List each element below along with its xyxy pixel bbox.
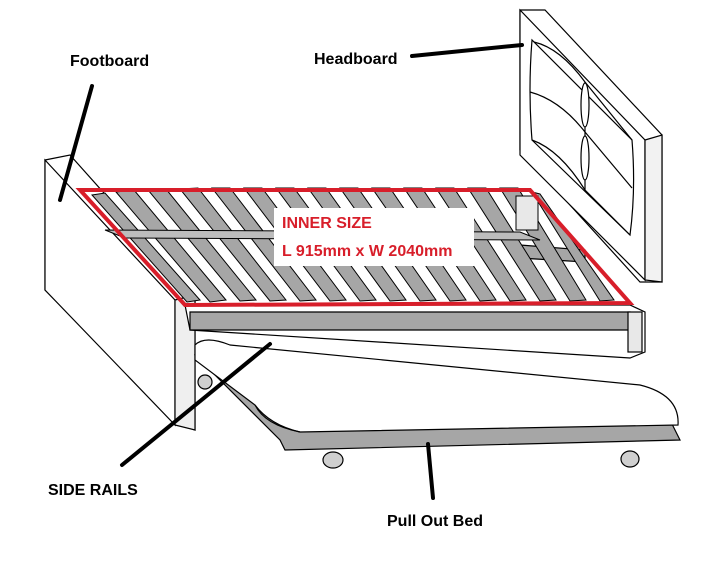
- inner-size-outline: [75, 188, 635, 308]
- castor-wheel: [322, 451, 344, 469]
- pull-out-bed: [193, 339, 681, 469]
- leader-pull-out-bed: [426, 442, 435, 500]
- inner-size-title: INNER SIZE: [282, 215, 372, 232]
- headboard-label: Headboard: [314, 51, 398, 68]
- leader-side-rails: [120, 342, 272, 467]
- leader-lines: [58, 43, 524, 500]
- headboard: [519, 8, 663, 283]
- footboard-label: Footboard: [70, 53, 150, 70]
- side-rails-label: SIDE RAILS: [48, 482, 138, 499]
- pull-out-bed-label: Pull Out Bed: [387, 513, 483, 530]
- castor-wheel: [620, 450, 640, 468]
- inner-size-callout: INNER SIZE L 915mm x W 2040mm: [274, 208, 474, 266]
- inner-size-dimensions: L 915mm x W 2040mm: [282, 243, 453, 260]
- leader-footboard: [58, 84, 94, 202]
- leader-headboard: [410, 43, 524, 58]
- footboard: [44, 154, 196, 431]
- castor-wheel: [197, 374, 213, 390]
- side-rail: [184, 244, 646, 359]
